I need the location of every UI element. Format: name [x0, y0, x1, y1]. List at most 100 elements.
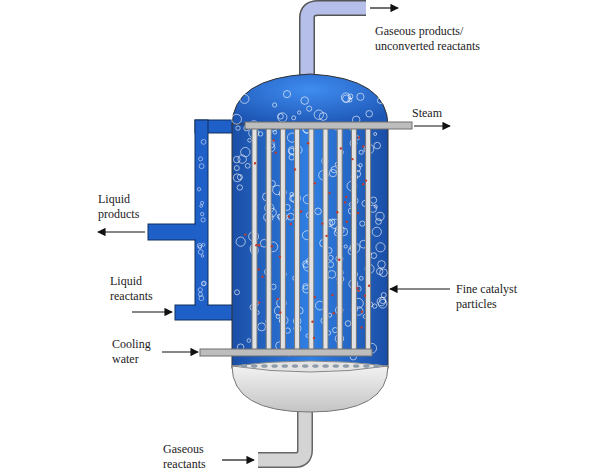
vessel-body	[232, 124, 388, 368]
distributor-hole	[322, 364, 328, 368]
catalyst-particle	[279, 256, 281, 258]
gas-bubble	[377, 297, 385, 305]
catalyst-particle	[331, 294, 333, 296]
distributor-hole	[282, 364, 288, 368]
catalyst-particle	[258, 244, 260, 246]
cooling-tubes	[252, 128, 371, 350]
gas-bubble	[315, 208, 322, 215]
gas-bubble	[199, 164, 204, 169]
gas-bubble	[199, 157, 203, 161]
gas-bubble	[287, 213, 294, 220]
gas-bubble	[359, 164, 362, 167]
distributor-hole	[343, 364, 349, 368]
gas-bubble	[345, 321, 351, 327]
gas-bubble	[328, 255, 333, 260]
catalyst-particle	[357, 212, 359, 214]
gas-bubble	[237, 185, 242, 190]
gas-bubble	[344, 245, 347, 248]
gas-bubble	[278, 114, 284, 120]
gas-bubble	[380, 269, 388, 277]
inlet-pipe-outline	[258, 405, 305, 460]
catalyst-particle	[325, 235, 327, 237]
steam-header	[245, 122, 412, 129]
gas-bubble	[290, 192, 294, 196]
catalyst-particle	[358, 136, 360, 138]
distributor-hole	[241, 364, 247, 368]
cooling-tube	[295, 128, 300, 350]
gas-bubble	[198, 250, 203, 255]
cooling-tube	[351, 128, 356, 350]
gas-out-arrow	[370, 7, 398, 8]
gas-bubble	[381, 293, 386, 298]
gas-bubble	[307, 106, 312, 111]
catalyst-particle	[345, 196, 347, 198]
catalyst-particle	[314, 296, 316, 298]
catalyst-particle	[307, 142, 309, 144]
catalyst-particle	[346, 221, 348, 223]
catalyst-particle	[311, 321, 313, 323]
catalyst-particles	[244, 136, 370, 339]
gas-bubble	[236, 237, 245, 246]
gas-bubble	[314, 110, 323, 119]
catalyst-particle	[364, 295, 366, 297]
gas-bubble	[298, 111, 301, 114]
gas-bubble	[374, 133, 377, 136]
gas-bubble	[331, 166, 337, 172]
gas-bubble	[258, 323, 266, 331]
gas-bubble	[360, 221, 365, 226]
gas-bubble	[199, 292, 203, 296]
gas-bubble	[359, 150, 363, 154]
gas-bubble	[238, 155, 246, 163]
catalyst-particle	[276, 298, 278, 300]
gas-bubble	[248, 138, 252, 142]
catalyst-particle	[328, 192, 330, 194]
gas-bubble	[247, 339, 251, 343]
catalyst-particle	[321, 222, 323, 224]
gas-bubble	[202, 281, 206, 285]
gas-bubble	[240, 94, 249, 103]
cooling-tube	[280, 128, 285, 350]
gas-bubble	[371, 253, 377, 259]
catalyst-particle	[244, 233, 246, 235]
catalyst-particle	[258, 301, 260, 303]
gas-bubble	[200, 205, 203, 208]
catalyst-particle	[288, 215, 290, 217]
catalyst-particle	[344, 201, 346, 203]
catalyst-particle	[368, 285, 370, 287]
catalyst-particle	[274, 152, 276, 154]
distributor-holes	[241, 364, 380, 368]
cooling-tube	[366, 128, 371, 350]
distributor-hole	[261, 364, 267, 368]
distributor-hole	[312, 364, 318, 368]
gas-bubble	[376, 219, 382, 225]
gas-bubbles	[197, 91, 387, 360]
catalyst-particle	[255, 244, 257, 246]
liquid-out-arrow	[98, 231, 145, 232]
gas-bubble	[370, 197, 376, 203]
stream-label: Cooling water	[112, 337, 158, 367]
gas-bubble	[245, 163, 250, 168]
gas-bubble	[197, 188, 200, 191]
catalyst-particle	[362, 145, 364, 147]
catalyst-particle	[261, 276, 263, 278]
catalyst-particle	[290, 223, 292, 225]
gas-bubble	[232, 114, 242, 124]
cooling-tube	[323, 128, 328, 350]
gas-bubble	[236, 126, 240, 130]
gas-bubble	[197, 243, 201, 247]
catalyst-particle	[271, 245, 273, 247]
gas-in-arrow	[222, 459, 254, 460]
gas-bubble	[366, 111, 373, 118]
gas-bubble	[329, 169, 336, 176]
gas-bubble	[328, 271, 336, 279]
catalyst-particle	[351, 158, 353, 160]
catalyst-particle	[314, 182, 316, 184]
gas-bubble	[237, 175, 242, 180]
catalyst-particle	[294, 168, 296, 170]
cooling-tube	[252, 128, 257, 350]
catalyst-particle	[313, 337, 315, 339]
distributor-hole	[353, 364, 359, 368]
gas-bubble	[241, 147, 250, 156]
distributor-hole	[271, 364, 277, 368]
